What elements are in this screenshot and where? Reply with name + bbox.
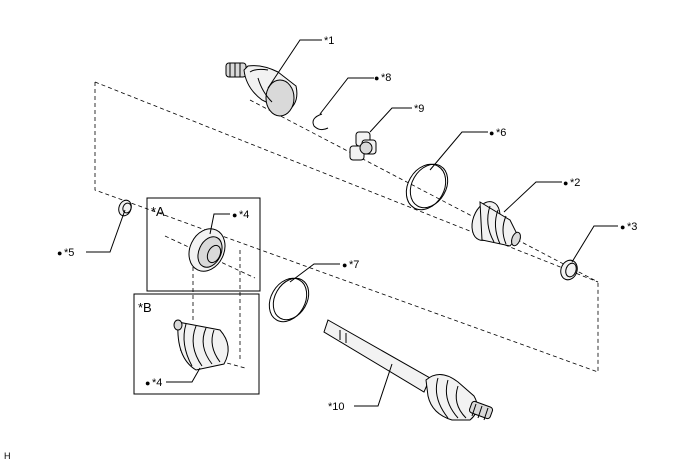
bullet-4b: ● [145, 378, 150, 388]
boot-clamp-small-5 [118, 199, 132, 217]
boot-clamp-small-3 [560, 259, 578, 281]
callout-2: *2 [570, 177, 580, 189]
boot-clamp-medium [268, 277, 310, 323]
snap-ring [312, 113, 329, 131]
callout-1: *1 [324, 35, 334, 47]
callout-3: *3 [627, 221, 637, 233]
bullet-6: ● [489, 128, 494, 138]
inboard-joint-housing [225, 62, 298, 117]
inboard-boot [471, 201, 521, 247]
callout-4a: *4 [239, 209, 249, 221]
callout-7: *7 [349, 259, 359, 271]
callout-9: *9 [414, 103, 424, 115]
detail-box-b [133, 293, 260, 395]
callout-4b: *4 [152, 377, 162, 389]
bullet-8: ● [374, 73, 379, 83]
callout-8: *8 [381, 72, 391, 84]
bullet-7: ● [342, 260, 347, 270]
assembly-guide-lines [94, 81, 599, 373]
bullet-2: ● [563, 178, 568, 188]
callout-10: *10 [328, 401, 345, 413]
detail-label-b: *B [138, 300, 152, 315]
bullet-3: ● [620, 222, 625, 232]
bullet-4a: ● [232, 210, 237, 220]
callout-6: *6 [496, 127, 506, 139]
callout-5: *5 [64, 247, 74, 259]
detail-label-a: *A [151, 204, 165, 219]
bullet-5: ● [57, 248, 62, 258]
drive-shaft [323, 319, 494, 421]
tripod-joint [349, 131, 377, 161]
detail-box-a [146, 197, 261, 292]
boot-clamp-large [405, 163, 449, 211]
boot-type-b [173, 319, 229, 371]
corner-mark: H [4, 451, 11, 461]
boot-type-a [188, 228, 226, 272]
leader-lines [86, 39, 618, 407]
